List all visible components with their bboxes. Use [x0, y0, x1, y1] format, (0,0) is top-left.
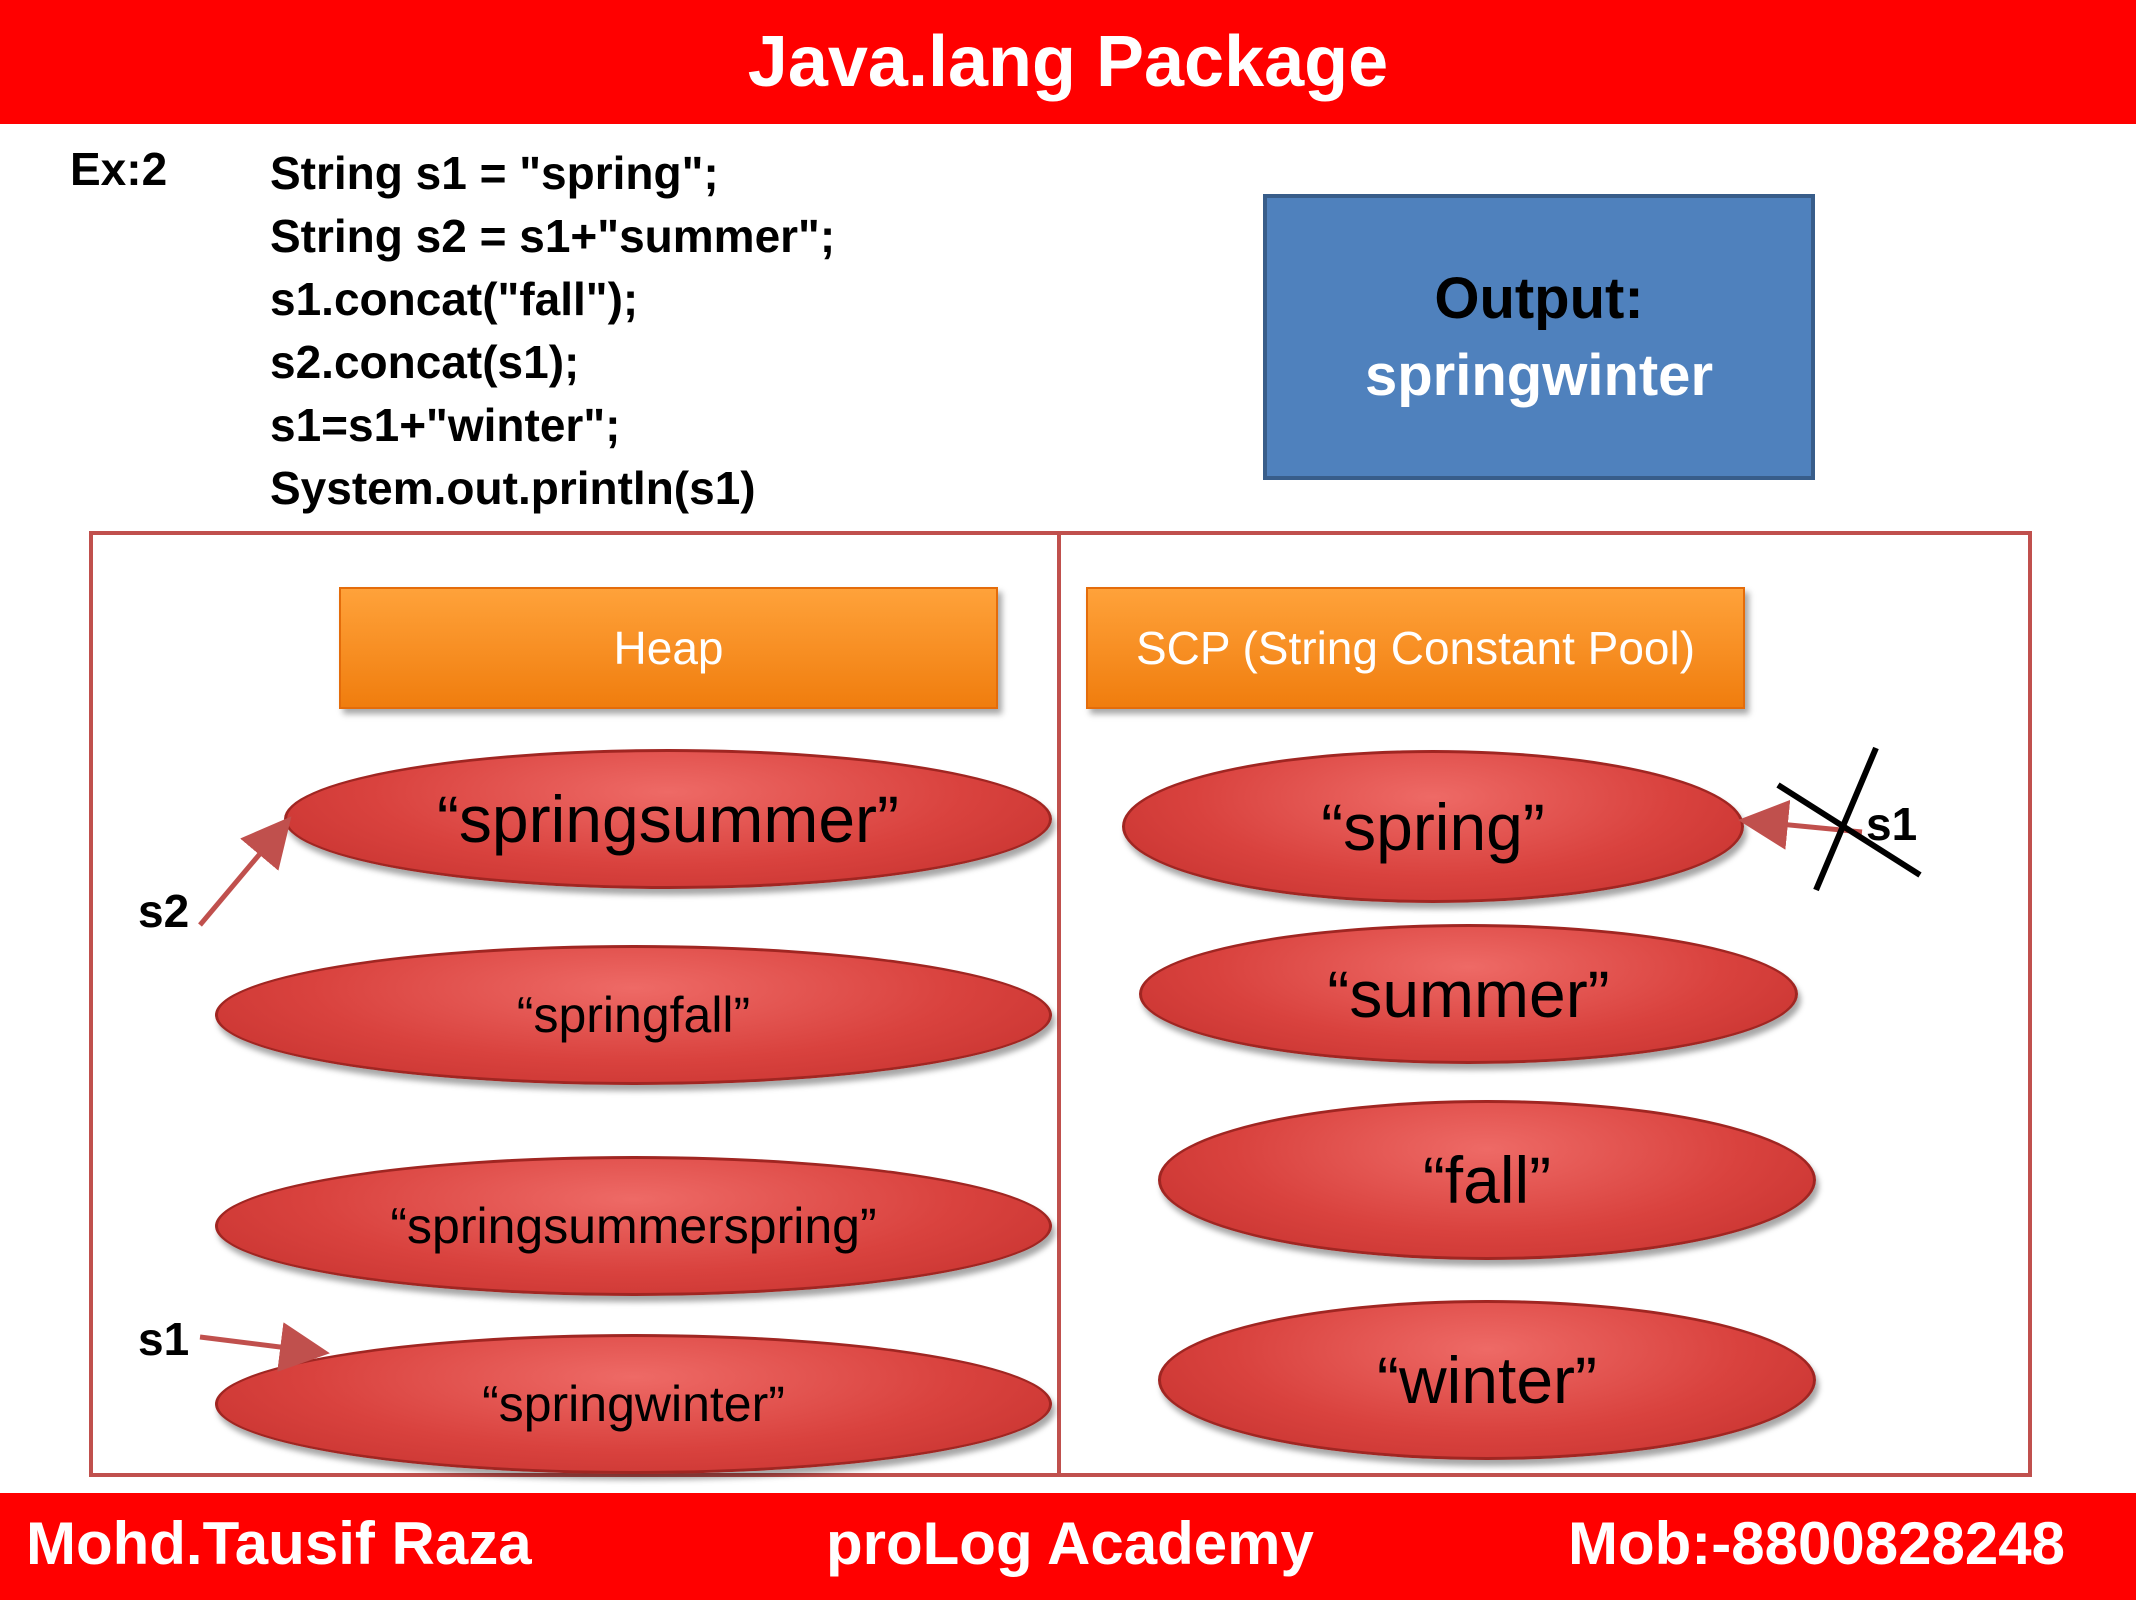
footer-author: Mohd.Tausif Raza: [26, 1510, 532, 1577]
code-line: String s2 = s1+"summer";: [270, 210, 836, 262]
scp-object-fall: “fall”: [1158, 1100, 1816, 1260]
scp-header: SCP (String Constant Pool): [1086, 587, 1745, 709]
pointer-label-s1-scp: s1: [1866, 798, 1918, 850]
scp-object-spring: “spring”: [1122, 750, 1744, 903]
code-line: s2.concat(s1);: [270, 336, 580, 388]
scp-object-winter: “winter”: [1158, 1300, 1816, 1460]
footer-academy: proLog Academy: [826, 1510, 1314, 1577]
output-label: Output:: [1434, 266, 1644, 331]
example-label: Ex:2: [70, 143, 168, 195]
arrow-s2-to-springsummer: [198, 816, 292, 927]
code-block: String s1 = "spring"; String s2 = s1+"su…: [270, 142, 835, 520]
heap-object-springwinter: “springwinter”: [215, 1334, 1052, 1474]
title-banner: Java.lang Package: [0, 0, 2136, 124]
heap-header: Heap: [339, 587, 998, 709]
heap-object-springsummer: “springsummer”: [284, 749, 1052, 889]
arrow-s1-to-springwinter: [199, 1322, 330, 1372]
code-line: String s1 = "spring";: [270, 147, 719, 199]
code-line: s1.concat("fall");: [270, 273, 639, 325]
page-title: Java.lang Package: [747, 22, 1389, 102]
pointer-label-s1-heap: s1: [138, 1313, 190, 1365]
cross-out-line: [1813, 746, 1879, 892]
code-line: System.out.println(s1): [270, 462, 756, 514]
output-value: springwinter: [1364, 343, 1714, 408]
output-box: Output: springwinter: [1263, 194, 1815, 480]
scp-object-summer: “summer”: [1139, 924, 1798, 1064]
code-line: s1=s1+"winter";: [270, 399, 621, 451]
footer-mobile: Mob:-8800828248: [1568, 1510, 2065, 1577]
cross-out-line: [1776, 782, 1922, 878]
footer-banner: Mohd.Tausif Raza proLog Academy Mob:-880…: [0, 1493, 2136, 1600]
heap-object-springfall: “springfall”: [215, 945, 1052, 1085]
heap-object-springsummerspring: “springsummerspring”: [215, 1156, 1052, 1296]
pointer-label-s2: s2: [138, 885, 190, 937]
scp-frame: [1057, 531, 2032, 1477]
